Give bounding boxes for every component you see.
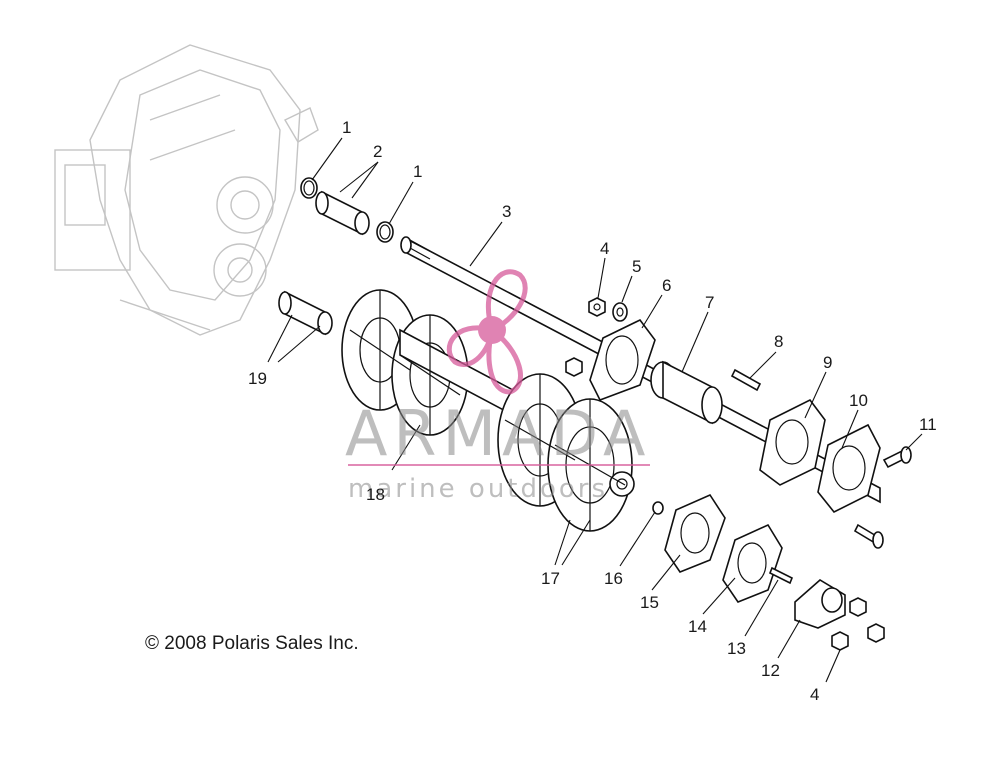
nut-lower-3 (831, 631, 849, 651)
callout-1-upper: 1 (342, 118, 351, 137)
watermark-logo-icon (446, 269, 528, 395)
callout-2: 2 (373, 142, 382, 161)
leader-lines (267, 137, 923, 683)
callout-4-lower: 4 (810, 685, 819, 704)
callout-12: 12 (761, 661, 780, 680)
callout-13: 13 (727, 639, 746, 658)
callout-15: 15 (640, 593, 659, 612)
gasket-outer (759, 398, 826, 486)
gearcase-housing-ghost (54, 44, 319, 336)
copyright-notice: © 2008 Polaris Sales Inc. (145, 633, 359, 654)
shaft-key (730, 368, 762, 392)
callout-16: 16 (604, 569, 623, 588)
nut-lower-1 (849, 597, 867, 617)
callout-6: 6 (662, 276, 671, 295)
watermark: ARMADA marine outdoors (345, 269, 651, 504)
seal-plate (589, 318, 656, 402)
callout-8: 8 (774, 332, 783, 351)
washer (612, 302, 628, 322)
callout-14: 14 (688, 617, 707, 636)
nut-mid (565, 357, 583, 377)
o-ring-lower (376, 221, 394, 243)
callout-5: 5 (632, 257, 641, 276)
shaft-coupler (650, 360, 723, 425)
callout-18: 18 (366, 485, 385, 504)
needle-bearing-upper (315, 190, 370, 236)
bolt-lower (853, 523, 884, 549)
o-ring-upper (300, 177, 318, 199)
callout-4-upper: 4 (600, 239, 609, 258)
drive-sprocket-assembly (341, 289, 635, 532)
callout-10: 10 (849, 391, 868, 410)
callout-9: 9 (823, 353, 832, 372)
watermark-tagline: marine outdoors (348, 474, 608, 504)
key-small (768, 566, 794, 585)
bearing-cap (794, 579, 846, 629)
callout-19: 19 (248, 369, 267, 388)
callout-17: 17 (541, 569, 560, 588)
needle-bearing-lower (278, 290, 333, 336)
callouts: 1 2 1 3 4 5 6 7 8 9 10 11 12 13 14 15 16… (248, 118, 937, 704)
nut-lower-2 (867, 623, 885, 643)
watermark-brand: ARMADA (345, 397, 651, 470)
small-washer (652, 501, 664, 515)
callout-7: 7 (705, 293, 714, 312)
bolt-upper (882, 446, 912, 469)
callout-11: 11 (919, 415, 937, 434)
nut-upper (588, 297, 606, 317)
gasket-14 (722, 523, 783, 603)
callout-3: 3 (502, 202, 511, 221)
gasket-15 (664, 493, 726, 573)
callout-1-lower: 1 (413, 162, 422, 181)
bearing-flange (817, 423, 881, 514)
